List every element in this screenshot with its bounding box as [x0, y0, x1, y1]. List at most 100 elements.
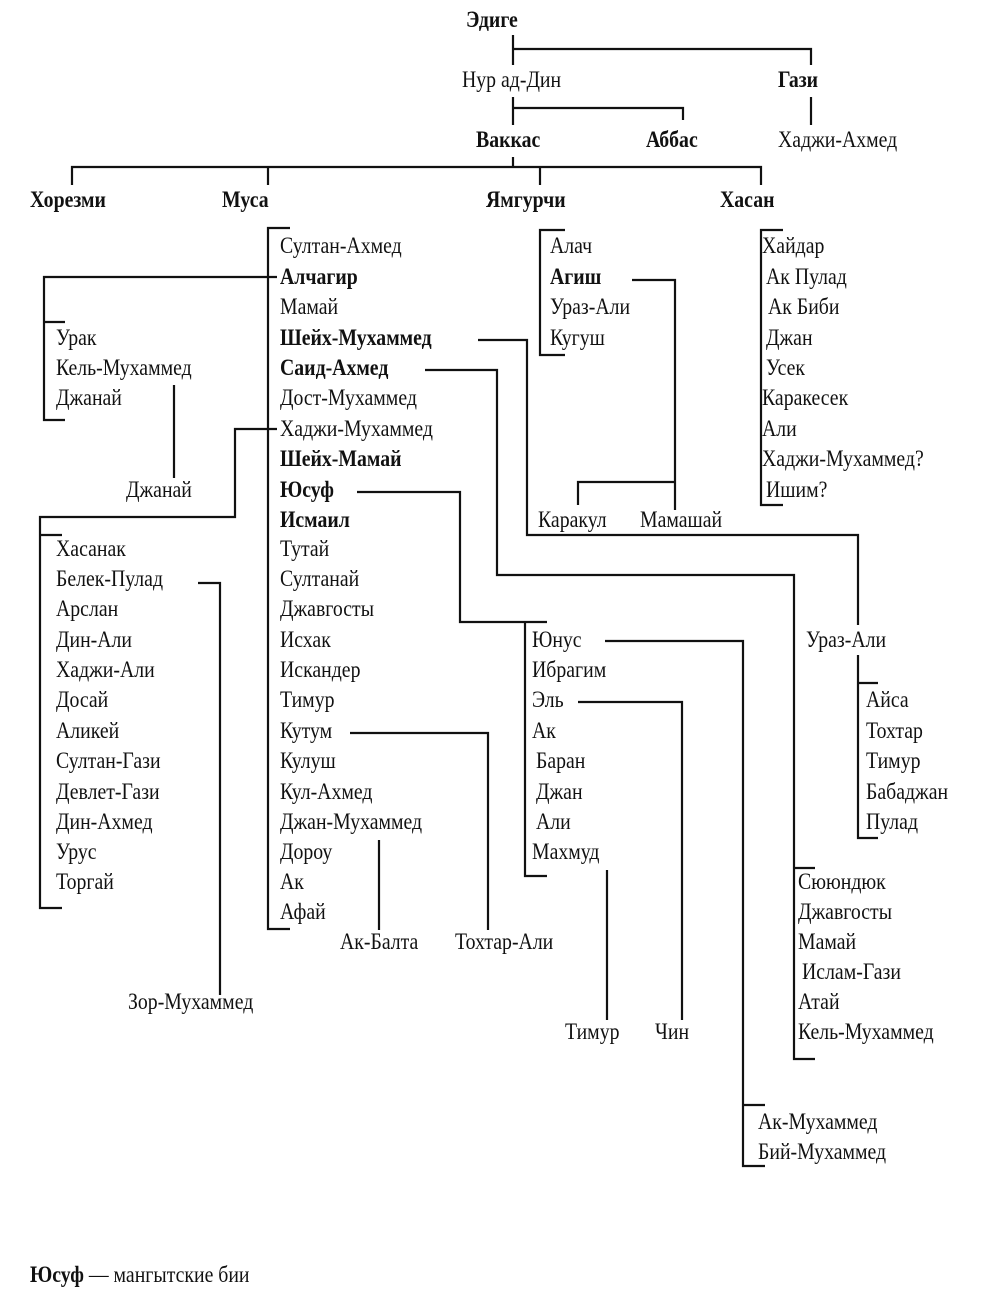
person-m9: Юсуф: [280, 477, 334, 502]
person-j3: Эль: [532, 687, 564, 712]
person-j1: Юнус: [532, 627, 582, 652]
person-m6: Дост-Мухаммед: [280, 385, 417, 410]
person-u2: Тохтар: [866, 718, 923, 743]
person-akbalta: Ак-Балта: [340, 929, 419, 954]
person-hm4: Дин-Али: [56, 627, 133, 652]
connector-line: [513, 47, 813, 65]
person-m8: Шейх-Мамай: [280, 446, 402, 471]
person-nur: Нур ад-Дин: [462, 67, 562, 92]
person-gazi: Гази: [778, 67, 819, 92]
person-h7: Али: [762, 416, 797, 441]
person-m18: Кулуш: [280, 748, 336, 773]
person-hm7: Аликей: [56, 718, 120, 743]
person-vakkas: Ваккас: [476, 127, 541, 152]
person-m19: Кул-Ахмед: [280, 779, 373, 804]
person-m1: Султан-Ахмед: [280, 233, 402, 258]
connector-line: [632, 278, 677, 510]
person-h4: Джан: [766, 325, 813, 350]
person-chin: Чин: [655, 1019, 690, 1044]
person-hasan: Хасан: [720, 187, 775, 212]
person-j4: Ак: [532, 718, 556, 743]
person-s1: Сююндюк: [798, 869, 886, 894]
connector-line: [523, 622, 547, 878]
person-h5: Усек: [766, 355, 806, 380]
connector-line: [425, 368, 815, 1061]
person-hm11: Урус: [56, 839, 97, 864]
legend-text: — мангытские бии: [83, 1262, 250, 1287]
connector-line: [856, 655, 878, 840]
person-u3: Тимур: [866, 748, 921, 773]
person-j7: Али: [536, 809, 571, 834]
connector-line: [605, 639, 765, 1168]
person-hm12: Торгай: [56, 869, 114, 894]
person-u1: Айса: [866, 687, 909, 712]
person-m10: Исмаил: [280, 507, 350, 532]
person-j5: Баран: [536, 748, 586, 773]
person-zor: Зор-Мухаммед: [128, 989, 254, 1014]
person-m17: Кутум: [280, 718, 333, 743]
person-horezmi: Хорезми: [30, 187, 106, 212]
person-y2: Агиш: [550, 264, 602, 289]
person-h1: Хайдар: [762, 233, 825, 258]
person-y3: Ураз-Али: [550, 294, 631, 319]
person-a1: Урак: [56, 325, 97, 350]
person-j8: Махмуд: [532, 839, 600, 864]
person-j6: Джан: [536, 779, 583, 804]
person-musa: Муса: [222, 187, 269, 212]
person-a2: Кель-Мухаммед: [56, 355, 192, 380]
person-yamgurchi: Ямгурчи: [486, 187, 566, 212]
connector-line: [70, 165, 763, 185]
person-hm2: Белек-Пулад: [56, 566, 164, 591]
person-timur2: Тимур: [565, 1019, 620, 1044]
person-y1: Алач: [550, 233, 593, 258]
connector-line: [478, 338, 860, 625]
person-h9: Ишим?: [766, 477, 828, 502]
connector-line: [538, 228, 565, 357]
person-s6: Кель-Мухаммед: [798, 1019, 934, 1044]
person-hm5: Хаджи-Али: [56, 657, 155, 682]
person-s5: Атай: [798, 989, 840, 1014]
connector-line: [198, 581, 222, 995]
person-karakul: Каракул: [538, 507, 607, 532]
person-hm3: Арслан: [56, 596, 119, 621]
person-h8: Хаджи-Мухаммед?: [762, 446, 924, 471]
person-m21: Дороу: [280, 839, 333, 864]
person-edige: Эдиге: [466, 7, 518, 32]
person-m14: Исхак: [280, 627, 331, 652]
connector-line: [759, 228, 783, 507]
person-m13: Джавгосты: [280, 596, 374, 621]
person-u5: Пулад: [866, 809, 919, 834]
person-m20: Джан-Мухаммед: [280, 809, 423, 834]
person-uraz2: Ураз-Али: [806, 627, 887, 652]
person-m7: Хаджи-Мухаммед: [280, 416, 433, 441]
person-h3: Ак Биби: [768, 294, 840, 319]
person-biymuh: Бий-Мухаммед: [758, 1139, 887, 1164]
person-mamashai: Мамашай: [640, 507, 723, 532]
connector-line: [578, 700, 684, 1020]
person-akmuh: Ак-Мухаммед: [758, 1109, 878, 1134]
person-m4: Шейх-Мухаммед: [280, 325, 432, 350]
connector-line: [350, 731, 490, 930]
person-m3: Мамай: [280, 294, 339, 319]
person-y4: Кугуш: [550, 325, 605, 350]
legend-bold-sample: Юсуф: [30, 1262, 84, 1287]
person-hm6: Досай: [56, 687, 109, 712]
connector-line: [357, 490, 547, 624]
person-h6: Каракесек: [762, 385, 849, 410]
person-tohtarali: Тохтар-Али: [455, 929, 554, 954]
person-m16: Тимур: [280, 687, 335, 712]
connector-line: [38, 427, 277, 910]
person-a2c: Джанай: [126, 477, 192, 502]
person-m5: Саид-Ахмед: [280, 355, 389, 380]
person-m22: Ак: [280, 869, 304, 894]
person-m12: Султанай: [280, 566, 360, 591]
connector-line: [513, 106, 685, 120]
person-hm9: Девлет-Гази: [56, 779, 160, 804]
person-hm8: Султан-Гази: [56, 748, 161, 773]
legend: Юсуф — мангытские бии: [30, 1262, 250, 1288]
person-h2: Ак Пулад: [766, 264, 847, 289]
person-m2: Алчагир: [280, 264, 358, 289]
person-u4: Бабаджан: [866, 779, 949, 804]
